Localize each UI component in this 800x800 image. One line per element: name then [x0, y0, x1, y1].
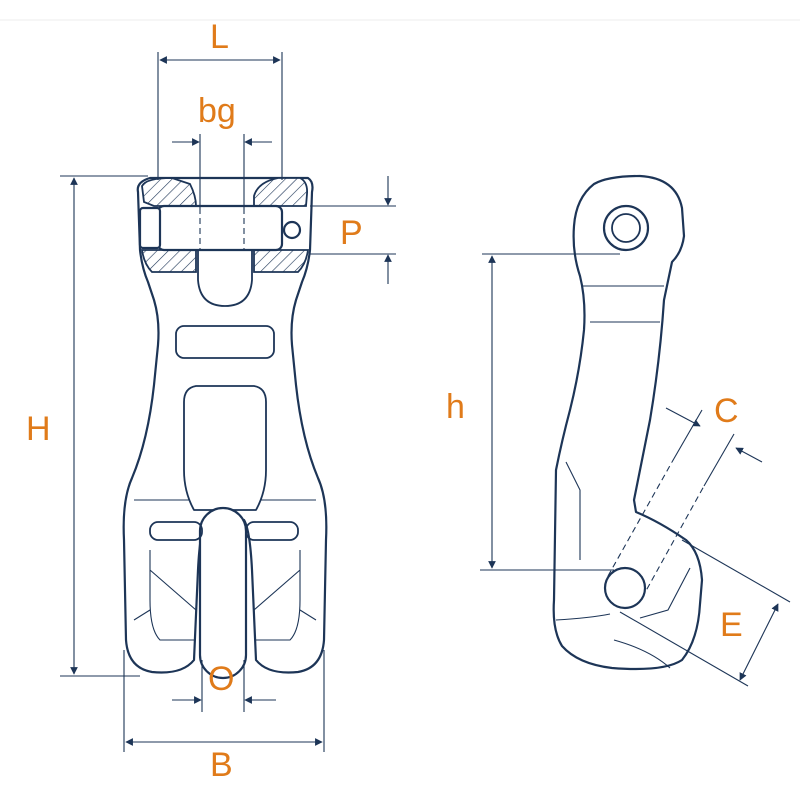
- front-view-dimensions: L bg P H O B: [26, 18, 396, 784]
- side-view-chain-section: [603, 566, 647, 610]
- side-view-chain-dash-2: [641, 485, 705, 599]
- front-view: [122, 176, 328, 680]
- label-P: P: [340, 214, 363, 252]
- label-bg: bg: [198, 92, 236, 130]
- front-view-cotter-hole: [282, 220, 302, 240]
- front-view-chain-link: [198, 506, 248, 680]
- dim-E-ext-bottom: [619, 611, 749, 687]
- front-view-pin-head: [138, 206, 162, 250]
- label-C: C: [714, 392, 739, 430]
- dim-C-line-1: [665, 407, 701, 427]
- label-L: L: [210, 18, 229, 56]
- front-view-lower-cross-slot-left: [149, 521, 203, 541]
- front-view-left-lower-hatch: [140, 249, 197, 273]
- front-view-clevis-slot: [197, 207, 253, 307]
- front-view-marking-recess: [175, 325, 275, 359]
- dim-E-ext-top: [681, 539, 791, 603]
- front-view-left-facet: [133, 499, 197, 641]
- dim-E-line: [739, 603, 779, 681]
- front-view-center-window: [183, 385, 267, 511]
- label-O: O: [208, 660, 234, 698]
- front-view-right-lower-hatch: [253, 249, 310, 273]
- label-h: h: [446, 388, 465, 426]
- dim-C-ext-1: [671, 409, 703, 463]
- front-view-pin: [156, 204, 284, 252]
- label-E: E: [720, 606, 743, 644]
- front-view-right-lug-hatch: [253, 177, 309, 207]
- side-view: [552, 174, 705, 671]
- side-view-hook-facets: [555, 461, 691, 669]
- label-H: H: [26, 410, 51, 448]
- side-view-chain-dash-1: [607, 461, 673, 577]
- side-view-eye-outer: [602, 204, 650, 252]
- dim-C-line-2: [735, 447, 763, 463]
- label-B: B: [210, 746, 233, 784]
- side-view-shank-lines: [582, 285, 664, 323]
- front-view-right-facet: [253, 499, 317, 641]
- dim-C-ext-2: [703, 433, 735, 487]
- side-view-body: [552, 174, 704, 671]
- side-view-eye-inner: [611, 213, 641, 243]
- front-view-lower-cross-slot-right: [245, 521, 299, 541]
- side-view-dimensions: h C E: [446, 253, 791, 687]
